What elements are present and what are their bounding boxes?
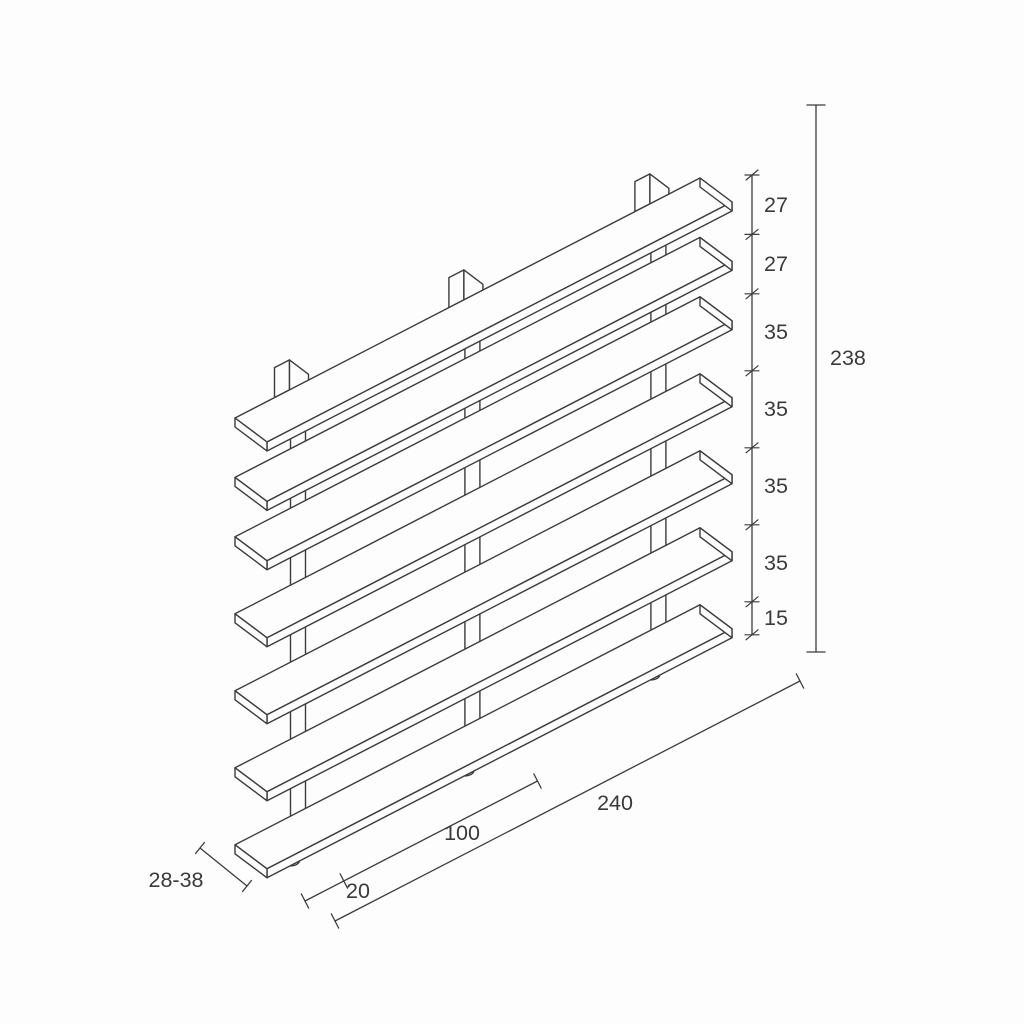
total-width-label: 240 [597, 791, 633, 815]
segment-dim-label-5: 35 [764, 551, 788, 575]
total-height-label: 238 [830, 346, 866, 370]
shelving-unit [234, 173, 733, 879]
segment-dim-label-3: 35 [764, 397, 788, 421]
segment-dim-label-1: 27 [764, 252, 788, 276]
shelf-span-label: 100 [444, 821, 480, 845]
depth-range-label: 28-38 [149, 868, 204, 892]
segment-dim-label-2: 35 [764, 320, 788, 344]
segment-dim-label-0: 27 [764, 193, 788, 217]
segment-dim-label-4: 35 [764, 474, 788, 498]
end-offset-label: 20 [346, 879, 370, 903]
segment-dim-label-6: 15 [764, 606, 788, 630]
dimension-lines [194, 104, 826, 929]
dimension-labels: 27 27 35 35 35 35 15 238 240 100 20 28-3… [149, 193, 866, 903]
